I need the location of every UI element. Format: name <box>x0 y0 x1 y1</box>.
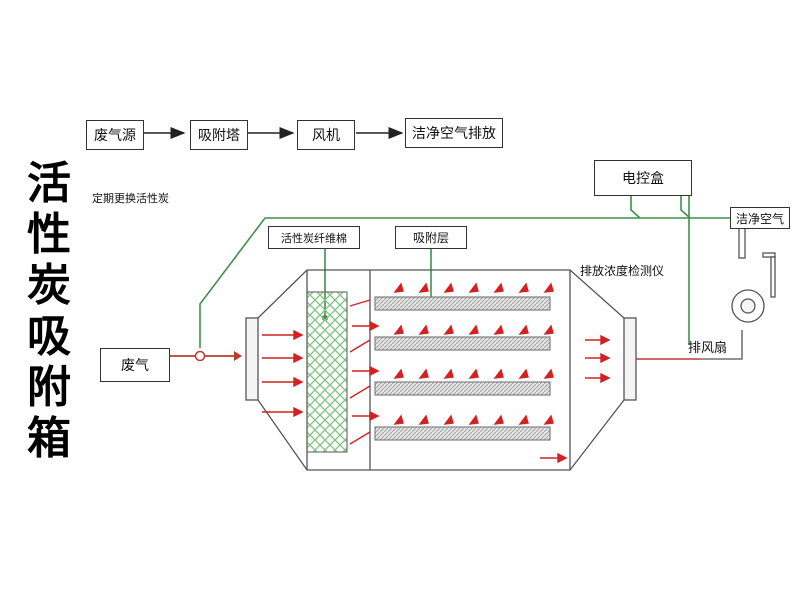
exhaust-fan-icon <box>731 227 776 323</box>
inlet-arrow <box>234 351 242 361</box>
note-replace-carbon: 定期更换活性炭 <box>92 192 169 205</box>
concentration-meter-label: 排放浓度检测仪 <box>580 264 665 278</box>
exhaust-fan-label: 排风扇 <box>688 341 728 356</box>
title-char: 箱 <box>27 413 71 464</box>
flow-step-fan: 风机 <box>297 120 355 150</box>
vertical-title: 活 性 炭 吸 附 箱 <box>20 158 78 464</box>
title-char: 炭 <box>27 260 71 311</box>
inlet-valve <box>194 350 206 362</box>
fiber-cotton-panel <box>306 291 348 453</box>
title-char: 活 <box>27 158 71 209</box>
title-char: 性 <box>27 209 71 260</box>
fiber-cotton-label: 活性炭纤维棉 <box>268 226 360 249</box>
exhaust-gas-box: 废气 <box>100 348 170 382</box>
title-char: 附 <box>27 362 71 413</box>
flow-step-exhaust-source: 废气源 <box>86 120 144 150</box>
control-box: 电控盒 <box>594 160 692 196</box>
clean-air-box: 洁净空气 <box>730 207 790 229</box>
flow-step-adsorption-tower: 吸附塔 <box>190 120 248 150</box>
title-char: 吸 <box>27 311 71 362</box>
flow-step-clean-air-discharge: 洁净空气排放 <box>405 118 503 148</box>
airflow-arrows <box>262 282 611 464</box>
adsorption-layers <box>349 296 551 445</box>
adsorption-layer-label: 吸附层 <box>395 226 467 249</box>
